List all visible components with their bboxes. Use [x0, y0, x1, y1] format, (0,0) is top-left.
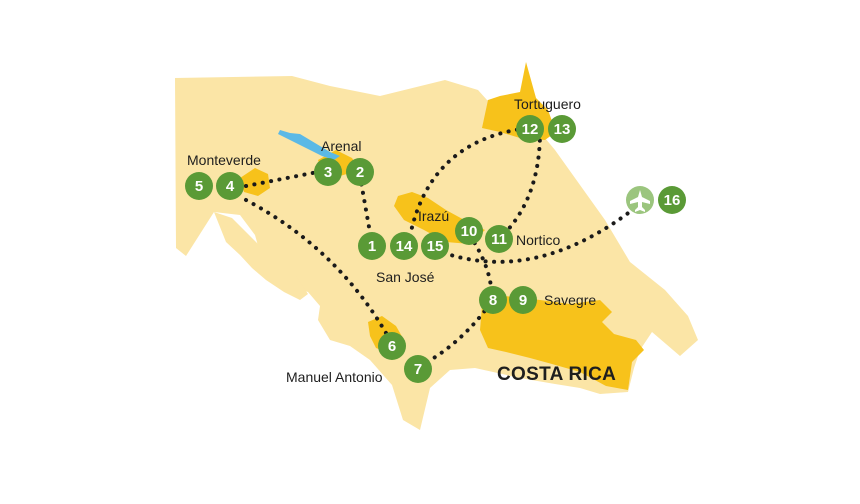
lake-arenal [278, 130, 340, 160]
stop-number: 15 [427, 238, 444, 255]
stop-marker[interactable]: 13 [548, 115, 576, 143]
nicoya-peninsula [214, 212, 308, 300]
stop-marker[interactable]: 16 [658, 186, 686, 214]
stop-number: 1 [368, 238, 376, 255]
stop-number: 2 [356, 164, 364, 181]
stop-marker[interactable]: 7 [404, 355, 432, 383]
stop-number: 12 [522, 121, 539, 138]
stop-marker[interactable]: 3 [314, 158, 342, 186]
stop-marker[interactable]: 14 [390, 232, 418, 260]
label-irazu: Irazú [418, 208, 449, 224]
monteverde-region [240, 168, 270, 196]
airport-marker[interactable] [626, 186, 654, 214]
route-segment [434, 202, 642, 264]
label-monteverde: Monteverde [187, 152, 261, 168]
stop-marker[interactable]: 4 [216, 172, 244, 200]
stop-marker[interactable]: 11 [485, 225, 513, 253]
stop-number: 3 [324, 164, 332, 181]
route-segment [244, 198, 392, 342]
label-nortico: Nortico [516, 232, 561, 248]
stop-marker[interactable]: 6 [378, 332, 406, 360]
airplane-icon [630, 190, 650, 212]
label-savegre: Savegre [544, 292, 596, 308]
stop-number: 9 [519, 292, 527, 309]
label-manuel-antonio: Manuel Antonio [286, 369, 383, 385]
stop-number: 4 [226, 178, 235, 195]
stop-marker[interactable]: 9 [509, 286, 537, 314]
route-segment [498, 130, 542, 240]
stop-number: 8 [489, 292, 497, 309]
stop-marker[interactable]: 10 [455, 217, 483, 245]
stop-marker[interactable]: 8 [479, 286, 507, 314]
stop-marker[interactable]: 2 [346, 158, 374, 186]
stop-marker[interactable]: 12 [516, 115, 544, 143]
savegre-region [480, 296, 644, 390]
stop-number: 5 [195, 178, 203, 195]
stop-marker[interactable]: 1 [358, 232, 386, 260]
stop-number: 14 [396, 238, 413, 255]
stop-marker[interactable]: 15 [421, 232, 449, 260]
label-san-jose: San José [376, 269, 435, 285]
route-segment [408, 126, 530, 238]
label-country: COSTA RICA [497, 364, 616, 385]
stop-marker[interactable]: 5 [185, 172, 213, 200]
stop-number: 11 [491, 231, 507, 248]
stop-markers: 1 2 3 4 5 6 7 8 [185, 115, 686, 383]
label-tortuguero: Tortuguero [514, 96, 581, 112]
stop-number: 13 [554, 121, 571, 138]
stop-number: 10 [461, 223, 478, 240]
stop-number: 7 [414, 361, 422, 378]
stop-number: 6 [388, 338, 396, 355]
stop-number: 16 [664, 192, 681, 209]
label-arenal: Arenal [321, 138, 361, 154]
